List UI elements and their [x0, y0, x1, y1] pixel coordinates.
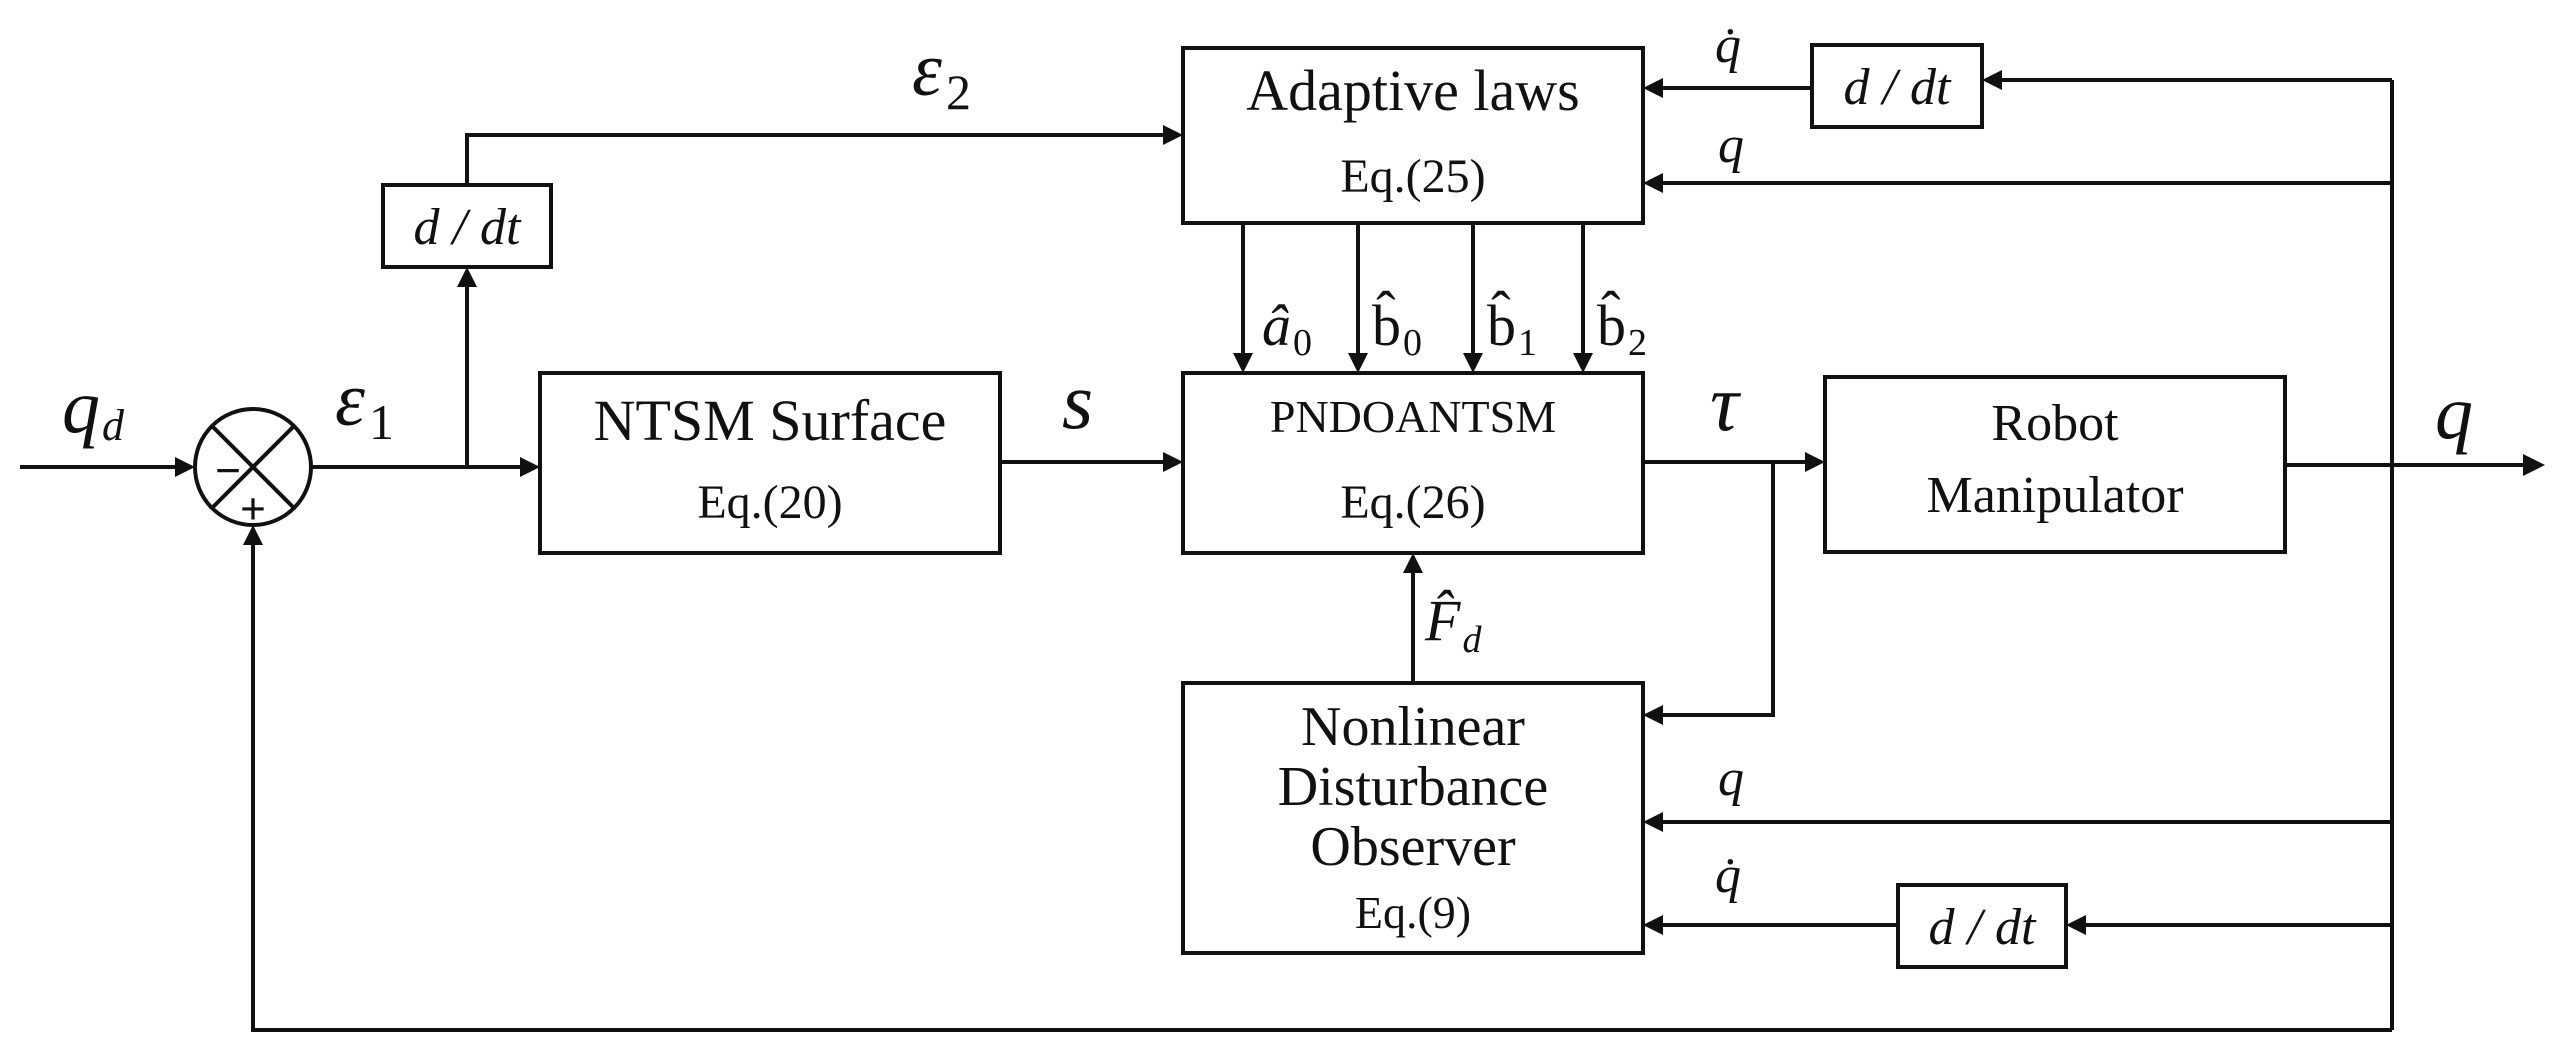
arrowhead-b2 — [1573, 353, 1593, 373]
disturbance-observer-block: Nonlinear Disturbance Observer Eq.(9) — [1181, 681, 1645, 955]
label-s: s — [1062, 358, 1093, 446]
robot-label-line2: Manipulator — [1926, 467, 2183, 524]
adaptive-laws-equation: Eq.(25) — [1340, 150, 1485, 203]
arrowhead-derivative-adaptive-input — [1982, 70, 2002, 90]
observer-label-line1: Nonlinear — [1301, 696, 1525, 758]
derivative-label-error: d / dt — [414, 199, 522, 256]
derivative-label-adaptive: d / dt — [1844, 59, 1952, 116]
observer-label-line3: Observer — [1310, 816, 1516, 878]
adaptive-laws-title: Adaptive laws — [1246, 58, 1579, 123]
label-fd-hat: F̂d — [1424, 588, 1482, 661]
connection-lines — [20, 78, 2525, 1032]
robot-label-line1: Robot — [1991, 395, 2119, 452]
arrowheads — [175, 70, 2545, 935]
arrowhead-feedback-junction — [243, 525, 263, 545]
arrowhead-tau-observer — [1643, 705, 1663, 725]
arrowhead-q-output — [2523, 454, 2545, 476]
derivative-label-observer: d / dt — [1929, 899, 2037, 956]
label-b2-hat: b̂2 — [1597, 291, 1647, 364]
observer-equation: Eq.(9) — [1355, 887, 1471, 938]
arrowhead-qd-input — [175, 457, 195, 477]
arrowhead-e2-input — [1163, 125, 1183, 145]
label-epsilon1: ε1 — [335, 358, 394, 450]
controller-equation: Eq.(26) — [1340, 476, 1485, 529]
ntsm-surface-title: NTSM Surface — [594, 388, 947, 453]
label-q-observer: q — [1718, 750, 1744, 807]
arrowhead-derivative-error-input — [457, 267, 477, 287]
label-qd: qd — [62, 365, 125, 450]
label-a0-hat: â0 — [1262, 293, 1312, 364]
label-b0-hat: b̂0 — [1372, 291, 1422, 364]
label-epsilon2: ε2 — [912, 28, 971, 120]
arrowhead-s-input — [1163, 452, 1183, 472]
adaptive-laws-block: Adaptive laws Eq.(25) — [1181, 46, 1645, 225]
controller-title: PNDOANTSM — [1270, 391, 1556, 442]
arrowhead-a0 — [1233, 353, 1253, 373]
derivative-block-observer: d / dt — [1896, 883, 2068, 969]
label-qdot-observer: q̇ — [1715, 847, 1741, 904]
arrowhead-q-observer — [1643, 812, 1663, 832]
arrowhead-b1 — [1463, 353, 1483, 373]
observer-label-line2: Disturbance — [1278, 756, 1549, 818]
arrowhead-qdot-observer — [1643, 915, 1663, 935]
arrowhead-tau-input — [1805, 452, 1825, 472]
label-tau: τ — [1710, 360, 1742, 448]
junction-minus-sign: − — [215, 445, 241, 496]
robot-manipulator-block: Robot Manipulator — [1823, 375, 2287, 554]
arrowhead-derivative-observer-input — [2066, 915, 2086, 935]
derivative-block-error: d / dt — [381, 183, 553, 269]
arrowhead-fd — [1403, 553, 1423, 573]
arrowhead-q-adaptive — [1643, 173, 1663, 193]
signal-labels: qd ε1 ε2 s τ q q̇ q q q̇ â0 b̂0 b̂1 b̂2 … — [62, 17, 2473, 904]
ntsm-surface-block: NTSM Surface Eq.(20) — [538, 371, 1002, 555]
label-qdot-adaptive: q̇ — [1715, 17, 1741, 74]
pndoantsm-controller-block: PNDOANTSM Eq.(26) — [1181, 371, 1645, 555]
arrowhead-qdot-adaptive — [1643, 78, 1663, 98]
arrowhead-ntsm-input — [520, 457, 540, 477]
summing-junction: − + — [193, 407, 313, 534]
label-q-output: q — [2435, 371, 2473, 455]
derivative-block-adaptive: d / dt — [1810, 43, 1984, 129]
ntsm-surface-equation: Eq.(20) — [697, 476, 842, 529]
label-b1-hat: b̂1 — [1487, 291, 1537, 364]
arrowhead-b0 — [1348, 353, 1368, 373]
label-q-adaptive: q — [1718, 117, 1744, 174]
